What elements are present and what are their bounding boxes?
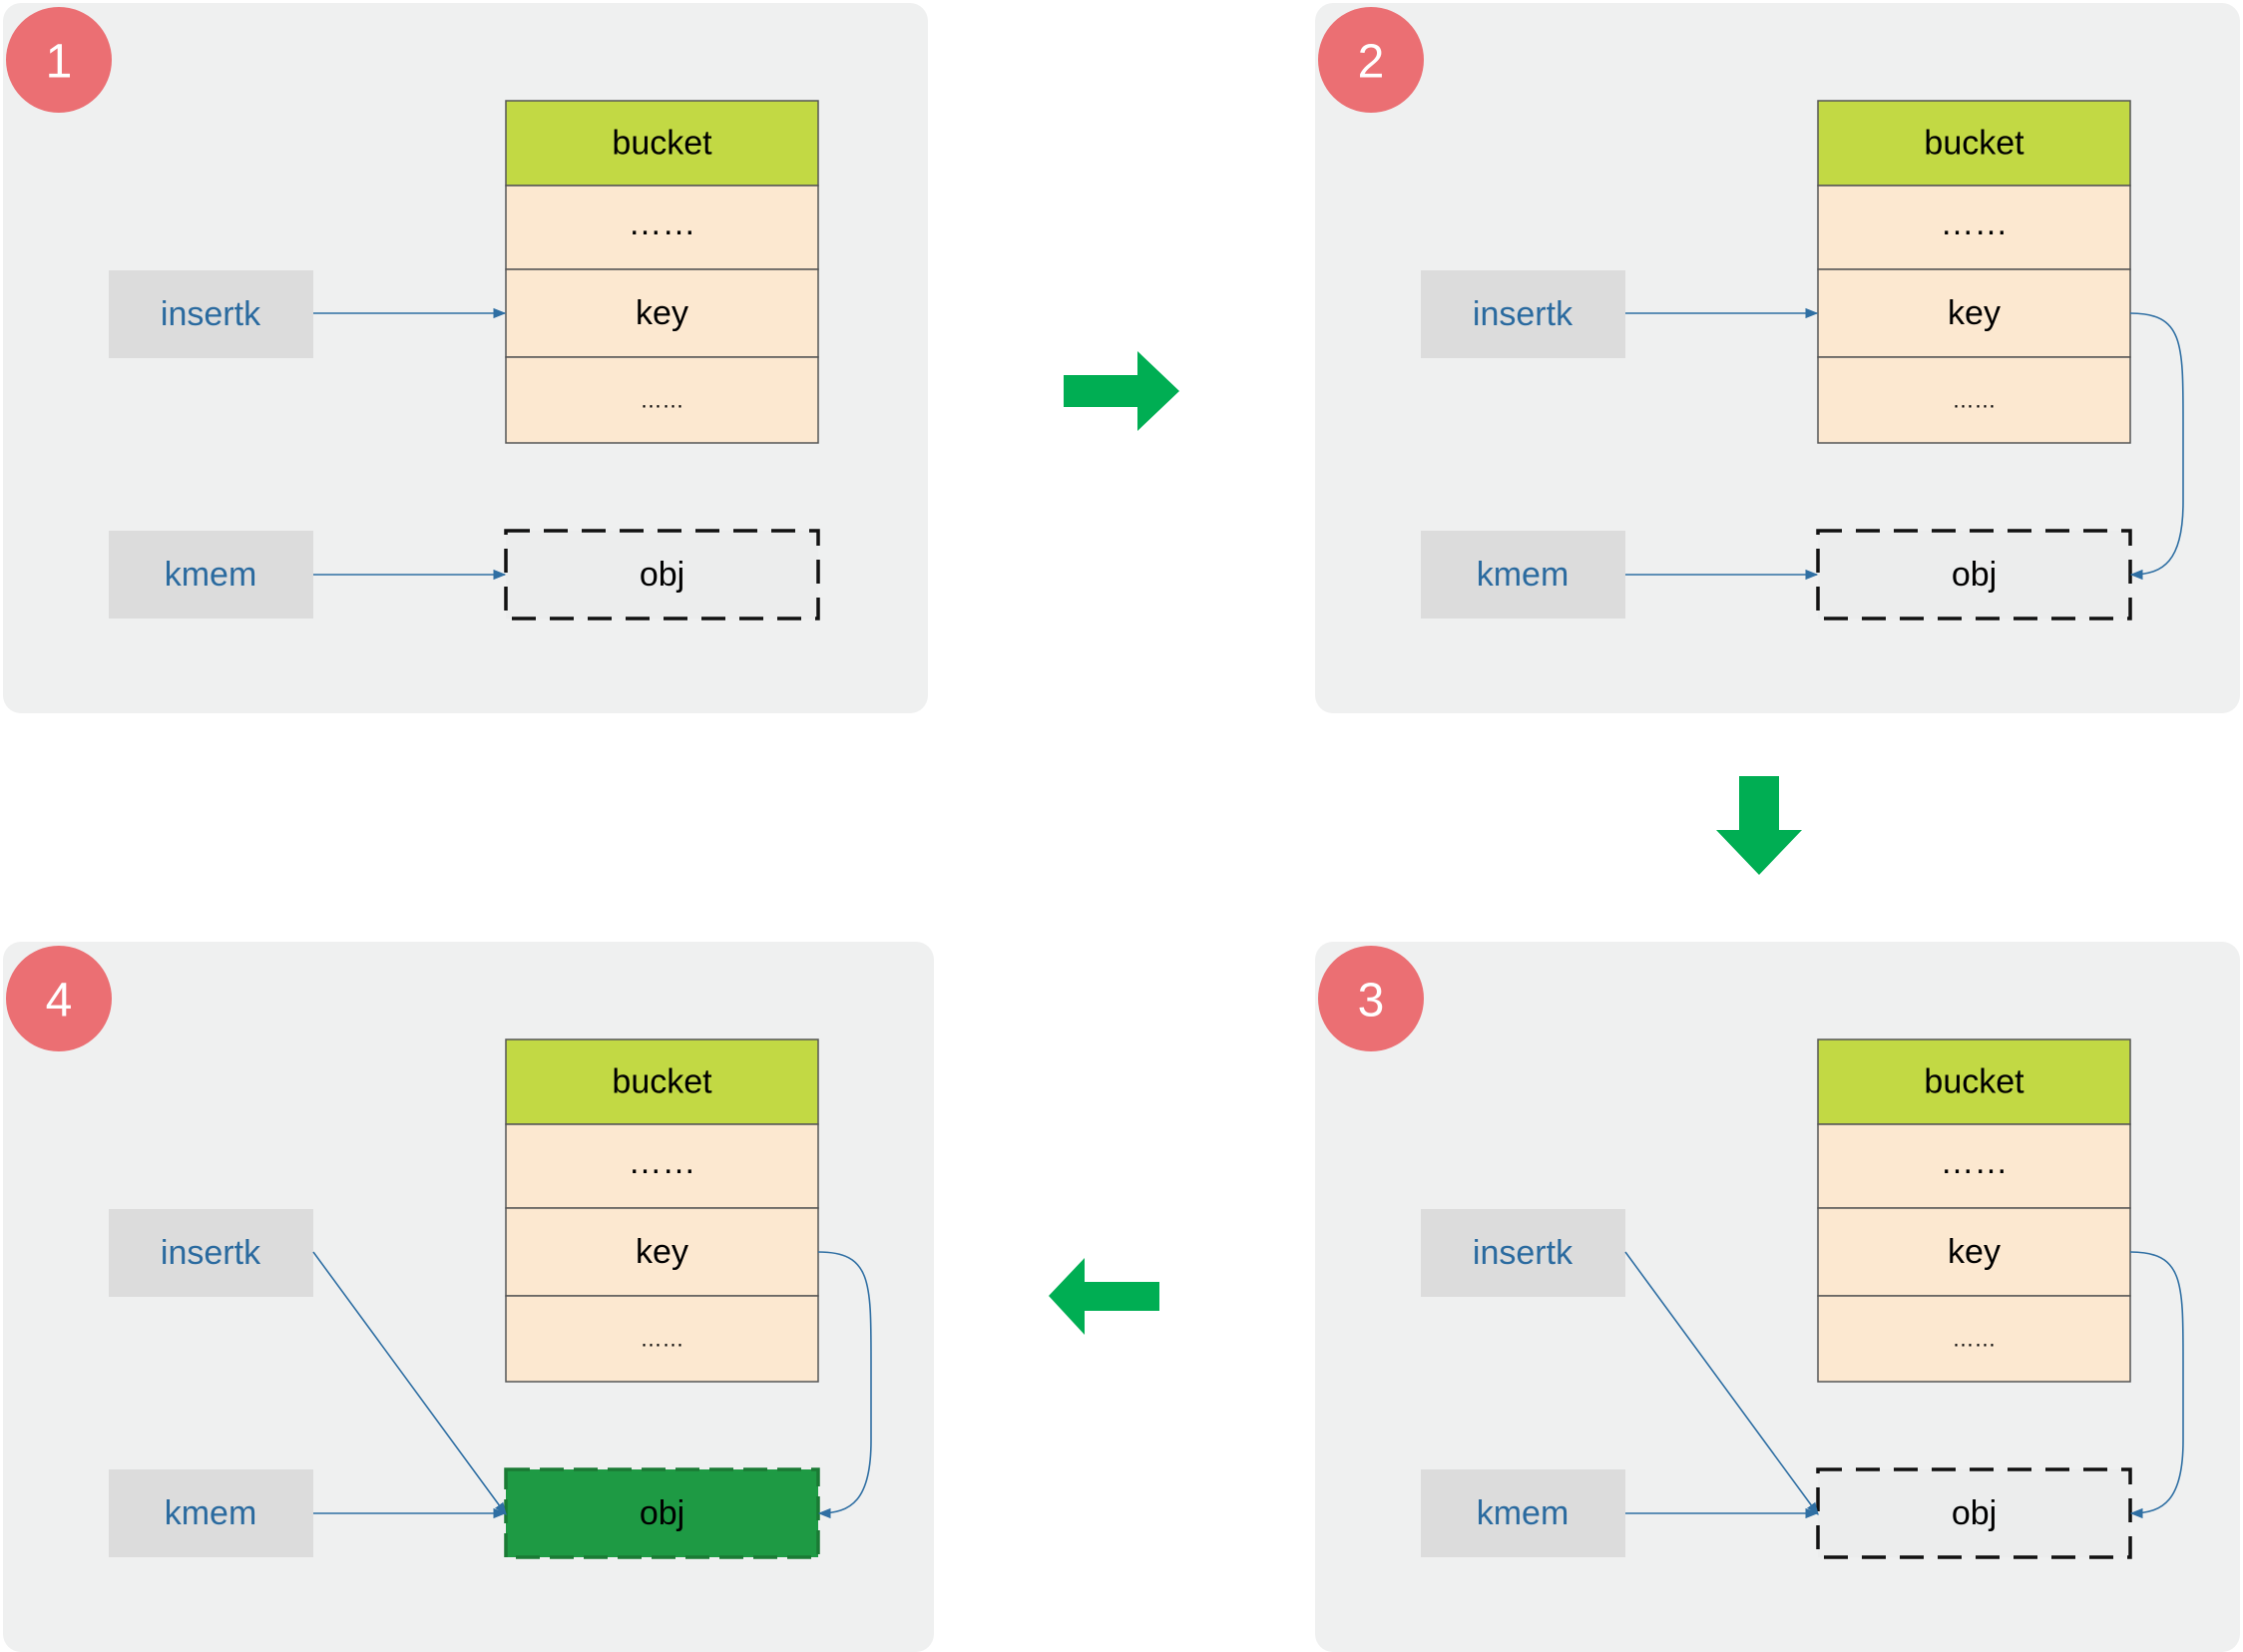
insertk-label: insertk [1473,1234,1573,1272]
obj-label: obj [1952,556,1997,594]
panel-step-4: 4 insertk kmem bucket …… key …… obj [3,942,934,1652]
bucket-row-ellipsis-top [505,1123,819,1209]
bucket-row-ellipsis-bottom [1817,356,2131,444]
bucket-row-ellipsis-bottom-label: …… [1953,388,1997,413]
bucket-row-ellipsis-top-label: …… [629,205,696,242]
obj-label: obj [640,556,684,594]
bucket-header [1817,1038,2131,1125]
kmem-box [1421,531,1625,619]
bucket-row-ellipsis-top-label: …… [629,1143,696,1181]
insertk-box [109,270,313,358]
panel-step-3: 3 insertk kmem bucket …… key …… obj [1315,942,2240,1652]
kmem-box [1421,1469,1625,1557]
bucket-row-key [1817,1207,2131,1297]
insertk-box [1421,270,1625,358]
insertk-label: insertk [161,1234,261,1272]
bucket-header-label: bucket [1924,1063,2024,1101]
insertk-label: insertk [161,295,261,333]
key-to-obj-pointer [817,1251,872,1519]
step-badge [6,7,112,113]
kmem-label: kmem [165,556,257,594]
obj-box [1816,529,2132,620]
insertk-label: insertk [1473,295,1573,333]
step-number: 3 [1358,975,1385,1028]
kmem-label: kmem [165,1494,257,1532]
bucket-row-ellipsis-top [505,185,819,270]
panel-step-2: 2 insertk kmem bucket …… key …… obj [1315,3,2240,713]
obj-label: obj [640,1494,684,1532]
down-arrow-icon [1716,776,1802,875]
bucket-row-ellipsis-bottom-label: …… [1953,1327,1997,1352]
step-badge [1318,946,1424,1051]
obj-label: obj [1952,1494,1997,1532]
step-number: 2 [1358,36,1385,89]
insertk-pointer [312,1251,507,1516]
bucket-header [1817,100,2131,187]
step-number: 4 [46,975,73,1028]
left-arrow-icon [1049,1258,1159,1335]
insertk-pointer [1624,1251,1819,1516]
bucket-row-ellipsis-top [1817,185,2131,270]
step-badge [1318,7,1424,113]
bucket-row-key-label: key [636,1233,688,1271]
bucket-header [505,1038,819,1125]
bucket-row-ellipsis-bottom [505,1295,819,1383]
key-to-obj-pointer [2129,1251,2184,1519]
bucket-row-ellipsis-bottom-label: …… [641,1327,684,1352]
key-to-obj-pointer [2129,312,2184,581]
bucket-row-key-label: key [1948,1233,2001,1271]
bucket-row-key [505,1207,819,1297]
step-badge [6,946,112,1051]
bucket-row-key-label: key [636,294,688,332]
insertk-box [1421,1209,1625,1297]
right-arrow-icon [1064,351,1179,431]
bucket-row-ellipsis-bottom [505,356,819,444]
bucket-row-key-label: key [1948,294,2001,332]
obj-box [504,529,820,620]
bucket-row-ellipsis-top-label: …… [1941,205,2009,242]
bucket-row-ellipsis-bottom-label: …… [641,388,684,413]
bucket-header-label: bucket [612,125,712,163]
bucket-row-key [1817,268,2131,358]
step-number: 1 [46,36,73,89]
kmem-label: kmem [1477,1494,1570,1532]
insertk-box [109,1209,313,1297]
bucket-header-label: bucket [1924,125,2024,163]
bucket-row-ellipsis-bottom [1817,1295,2131,1383]
bucket-row-ellipsis-top-label: …… [1941,1143,2009,1181]
bucket-header-label: bucket [612,1063,712,1101]
kmem-label: kmem [1477,556,1570,594]
bucket-row-key [505,268,819,358]
kmem-box [109,1469,313,1557]
panel-step-1: 1 insertk kmem bucket …… key …… obj [3,3,928,713]
kmem-box [109,531,313,619]
